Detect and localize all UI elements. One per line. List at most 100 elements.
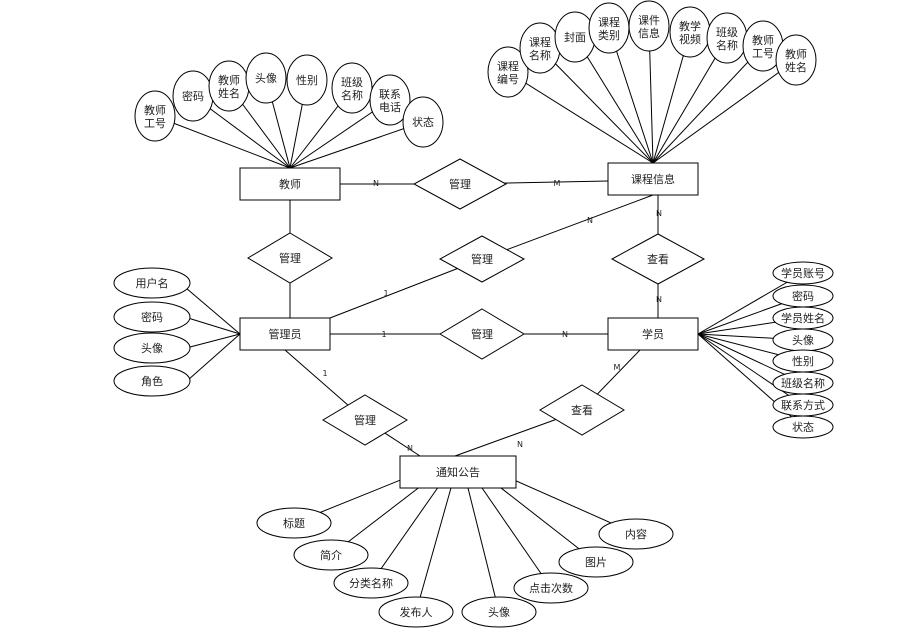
attribute-ellipse (487, 46, 529, 98)
attribute-label: 简介 (320, 548, 342, 562)
attribute-link (507, 71, 654, 164)
attribute-label: 分类名称 (349, 576, 393, 590)
attribute-label: 姓名 (785, 60, 807, 74)
attribute-ellipse (772, 415, 834, 439)
attribute-link (652, 59, 797, 164)
attribute-ellipse (245, 52, 287, 104)
attribute-label: 姓名 (218, 86, 240, 100)
attribute-student-1: 密码 (772, 284, 834, 308)
attribute-course-2: 封面 (554, 11, 596, 63)
attribute-ellipse (113, 301, 191, 333)
attribute-label: 班级 (341, 76, 363, 89)
attribute-label: 编号 (497, 72, 519, 86)
entity-student: 学员 (607, 317, 699, 351)
relationship-label: 管理 (471, 252, 493, 266)
attribute-admin-2: 头像 (113, 332, 191, 364)
attribute-ellipse (113, 267, 191, 299)
attribute-label: 课程 (598, 16, 620, 29)
relationship-diamond (247, 232, 333, 284)
attribute-admin-1: 密码 (113, 301, 191, 333)
entity-notice: 通知公告 (399, 455, 517, 489)
attribute-ellipse (558, 546, 634, 578)
relationship-diamond (322, 394, 408, 446)
relationship-r_admin_notice: 管理 (322, 394, 408, 446)
attribute-label: 发布人 (400, 605, 433, 619)
attribute-label: 类别 (598, 28, 620, 42)
entity-course: 课程信息 (607, 162, 699, 196)
cardinality-label: N (656, 209, 662, 218)
attribute-label: 名称 (529, 48, 551, 62)
entity-box (399, 455, 517, 489)
attribute-label: 课件 (638, 14, 660, 27)
attribute-student-2: 学员姓名 (772, 306, 834, 330)
attribute-label: 课程 (497, 60, 519, 73)
attribute-ellipse (513, 572, 589, 604)
attribute-label: 工号 (752, 47, 774, 60)
attribute-label: 头像 (488, 606, 510, 619)
attribute-teacher-3: 头像 (245, 52, 287, 104)
attribute-ellipse (293, 539, 369, 571)
attribute-ellipse (256, 507, 332, 539)
relationship-r_teacher_course: 管理 (412, 158, 508, 210)
attribute-label: 密码 (141, 310, 163, 324)
attribute-link (189, 333, 241, 348)
attribute-link (652, 45, 764, 164)
attribute-notice-3: 发布人 (378, 596, 454, 628)
attribute-teacher-4: 性别 (286, 54, 328, 106)
attribute-notice-6: 图片 (558, 546, 634, 578)
attribute-label: 头像 (792, 334, 814, 347)
relationship-diamond (539, 384, 625, 436)
entity-label: 学员 (642, 327, 664, 341)
attribute-notice-0: 标题 (256, 507, 332, 539)
attribute-label: 状态 (412, 115, 434, 129)
attribute-notice-2: 分类名称 (333, 567, 409, 599)
attribute-ellipse (775, 34, 817, 86)
attribute-course-6: 班级名称 (706, 12, 748, 64)
attribute-label: 名称 (341, 88, 363, 102)
relationship-r_student_notice: 查看 (539, 384, 625, 436)
attribute-ellipse (461, 596, 537, 628)
attribute-label: 名称 (716, 38, 738, 52)
attribute-label: 点击次数 (529, 581, 573, 595)
attribute-ellipse (598, 518, 674, 550)
attribute-label: 信息 (638, 26, 660, 40)
relationship-label: 查看 (647, 252, 669, 266)
attribute-label: 封面 (564, 30, 586, 44)
relationship-label: 管理 (449, 177, 471, 191)
attribute-ellipse (378, 596, 454, 628)
attribute-label: 教师 (144, 104, 166, 117)
attribute-label: 联系 (379, 88, 401, 101)
cardinality-label: M (554, 179, 561, 188)
attribute-label: 工号 (144, 117, 166, 130)
attribute-student-6: 联系方式 (772, 393, 834, 417)
attribute-ellipse (333, 567, 409, 599)
attribute-ellipse (113, 365, 191, 397)
attribute-link (185, 287, 241, 335)
attribute-label: 视频 (679, 32, 701, 46)
attribute-label: 学员账号 (781, 266, 825, 280)
attribute-label: 电话 (379, 101, 401, 114)
attribute-student-3: 头像 (772, 328, 834, 352)
attribute-teacher-5: 班级名称 (331, 62, 373, 114)
attribute-label: 图片 (585, 556, 607, 569)
cardinality-label: N (656, 295, 662, 304)
connector-line (481, 194, 654, 260)
attribute-ellipse (286, 54, 328, 106)
cardinality-label: 1 (381, 330, 386, 339)
attribute-student-4: 性别 (772, 349, 834, 373)
attribute-label: 教师 (785, 48, 807, 61)
attribute-link (652, 37, 728, 164)
cardinality-label: N (373, 179, 379, 188)
relationship-label: 管理 (279, 251, 301, 265)
cardinality-label: N (407, 444, 413, 453)
attribute-ellipse (369, 74, 411, 126)
attribute-notice-4: 头像 (461, 596, 537, 628)
attribute-label: 教师 (218, 74, 240, 87)
attribute-label: 班级名称 (781, 376, 825, 390)
